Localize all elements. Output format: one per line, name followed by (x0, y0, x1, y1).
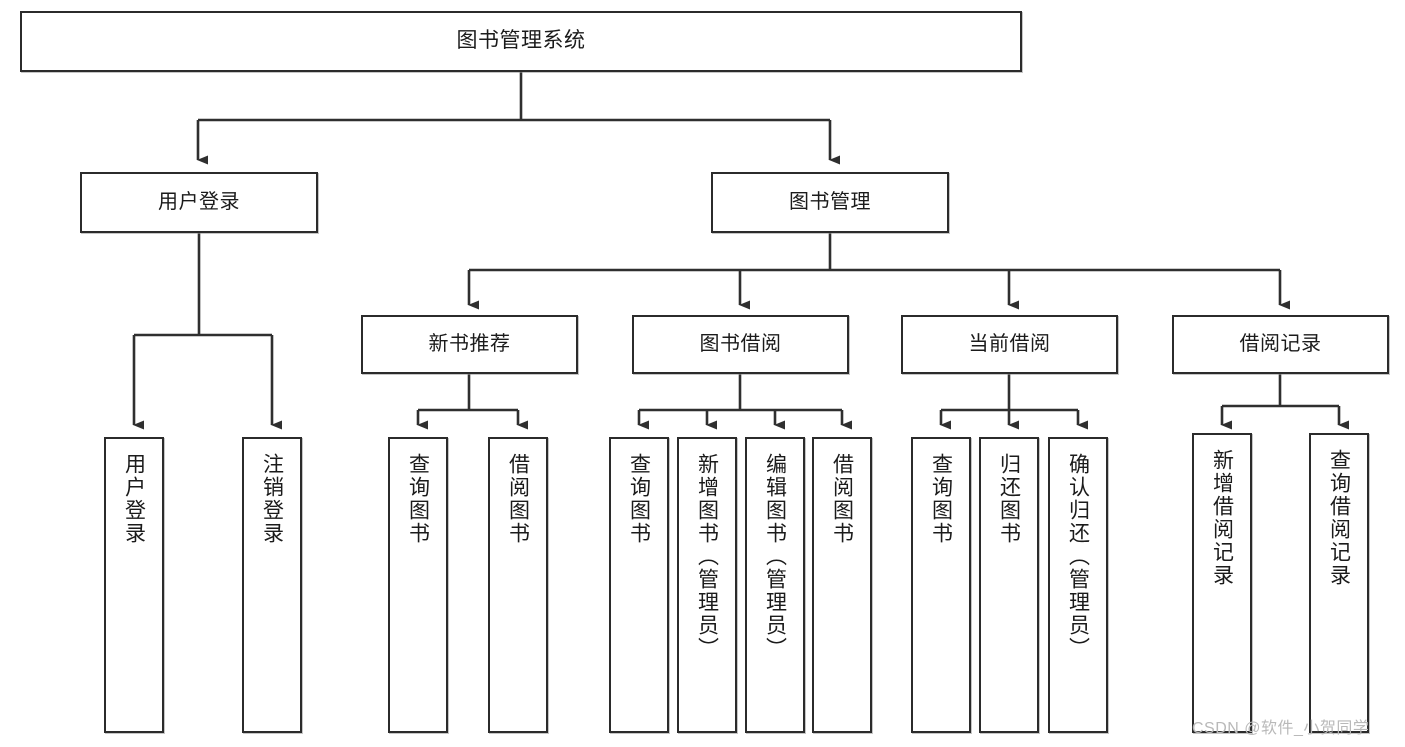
node-leaf-logout-label: 注销登录 (260, 453, 284, 545)
node-root-system[interactable]: 图书管理系统 (20, 11, 1022, 72)
node-leaf-query-borrow-record[interactable]: 查询借阅记录 (1309, 433, 1369, 733)
csdn-watermark: CSDN @软件_小贺同学 (1192, 720, 1370, 737)
node-current-borrow-label: 当前借阅 (968, 332, 1051, 355)
node-book-management-label: 图书管理 (789, 190, 871, 213)
node-leaf-add-book-admin[interactable]: 新增图书（管理员） (677, 437, 737, 733)
node-leaf-confirm-return-admin[interactable]: 确认归还（管理员） (1048, 437, 1108, 733)
node-leaf-add-borrow-record-label: 新增借阅记录 (1210, 449, 1234, 587)
node-leaf-current-query-book[interactable]: 查询图书 (911, 437, 971, 733)
node-leaf-add-borrow-record[interactable]: 新增借阅记录 (1192, 433, 1252, 733)
node-leaf-user-login[interactable]: 用户登录 (104, 437, 164, 733)
node-leaf-return-book-label: 归还图书 (997, 453, 1021, 545)
node-leaf-current-query-book-label: 查询图书 (929, 453, 953, 545)
node-borrow-record[interactable]: 借阅记录 (1172, 315, 1389, 374)
node-leaf-edit-book-admin-label: 编辑图书（管理员） (763, 453, 787, 660)
node-new-book-recommend-label: 新书推荐 (428, 332, 511, 355)
node-leaf-edit-book-admin[interactable]: 编辑图书（管理员） (745, 437, 805, 733)
node-leaf-logout[interactable]: 注销登录 (242, 437, 302, 733)
node-leaf-newbook-query-book-label: 查询图书 (406, 453, 430, 545)
node-root-system-label: 图书管理系统 (456, 29, 586, 53)
node-book-borrow[interactable]: 图书借阅 (632, 315, 849, 374)
node-leaf-newbook-borrow-book[interactable]: 借阅图书 (488, 437, 548, 733)
node-leaf-borrow-book-label: 借阅图书 (830, 453, 854, 545)
node-borrow-record-label: 借阅记录 (1239, 332, 1322, 355)
node-book-borrow-label: 图书借阅 (699, 332, 782, 355)
node-leaf-newbook-query-book[interactable]: 查询图书 (388, 437, 448, 733)
node-leaf-borrow-query-book-label: 查询图书 (627, 453, 651, 545)
node-leaf-add-book-admin-label: 新增图书（管理员） (695, 453, 719, 660)
node-leaf-confirm-return-admin-label: 确认归还（管理员） (1066, 453, 1090, 660)
node-leaf-newbook-borrow-book-label: 借阅图书 (506, 453, 530, 545)
node-user-login[interactable]: 用户登录 (80, 172, 318, 233)
node-leaf-query-borrow-record-label: 查询借阅记录 (1327, 449, 1351, 587)
node-leaf-borrow-book[interactable]: 借阅图书 (812, 437, 872, 733)
node-book-management[interactable]: 图书管理 (711, 172, 949, 233)
node-leaf-borrow-query-book[interactable]: 查询图书 (609, 437, 669, 733)
node-leaf-user-login-label: 用户登录 (122, 453, 146, 545)
node-current-borrow[interactable]: 当前借阅 (901, 315, 1118, 374)
node-leaf-return-book[interactable]: 归还图书 (979, 437, 1039, 733)
node-user-login-label: 用户登录 (158, 190, 240, 213)
node-new-book-recommend[interactable]: 新书推荐 (361, 315, 578, 374)
